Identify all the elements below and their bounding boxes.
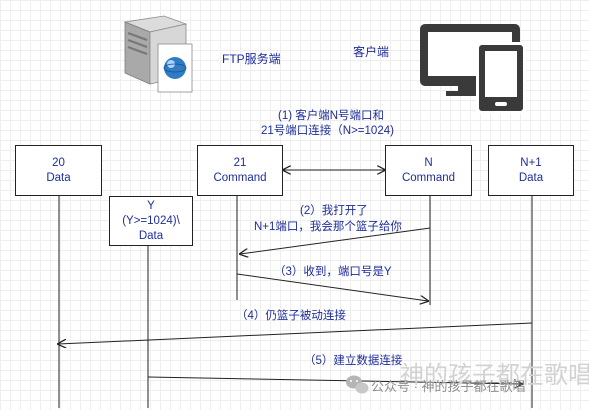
participant-n-role: Command xyxy=(401,171,456,184)
participant-20-data: 20 Data xyxy=(15,145,102,196)
participant-20-port: 20 xyxy=(52,156,65,169)
step-4-label: （4）仍篮子被动连接 xyxy=(236,310,346,322)
participant-n-port: N xyxy=(424,156,433,169)
step-2-line-2: N+1端口，我会那个篮子给你 xyxy=(254,221,402,233)
participant-y-role: Data xyxy=(138,229,164,242)
participant-n-command: N Command xyxy=(385,145,472,196)
step-1-line-2: 21号端口连接（N>=1024) xyxy=(261,125,394,137)
participant-n1-port: N+1 xyxy=(520,156,542,169)
participant-y-port: Y xyxy=(147,199,155,212)
participant-y-range: (Y>=1024)\ xyxy=(122,214,180,227)
arrow-step-3 xyxy=(236,273,428,301)
participant-21-role: Command xyxy=(213,171,267,184)
watermark-text: 公众号 · 神的孩子都在歌唱 xyxy=(371,379,526,394)
server-label: FTP服务端 xyxy=(222,52,281,66)
participant-21-port: 21 xyxy=(233,156,247,169)
tablet-icon xyxy=(476,42,526,114)
arrow-step-2 xyxy=(240,227,431,254)
step-1-line-1: (1) 客户端N号端口和 xyxy=(278,110,385,122)
step-5-label: （5）建立数据连接 xyxy=(304,355,403,367)
arrow-step-4 xyxy=(58,322,533,344)
wechat-icon xyxy=(346,375,369,394)
server-tower-icon xyxy=(123,15,193,93)
step-2-line-1: (2）我打开了 xyxy=(300,205,368,217)
participant-21-command: 21 Command xyxy=(197,145,283,196)
participant-n1-role: Data xyxy=(518,171,544,184)
watermark-background-text: 神的孩子都在歌唱 xyxy=(400,362,589,389)
participant-y-data: Y (Y>=1024)\ Data xyxy=(109,196,193,246)
arrow-step-5 xyxy=(147,376,522,384)
step-3-label: （3）收到，端口号是Y xyxy=(274,266,392,278)
participant-n1-data: N+1 Data xyxy=(488,145,574,196)
participant-20-role: Data xyxy=(46,171,71,184)
client-label: 客户端 xyxy=(353,45,390,59)
